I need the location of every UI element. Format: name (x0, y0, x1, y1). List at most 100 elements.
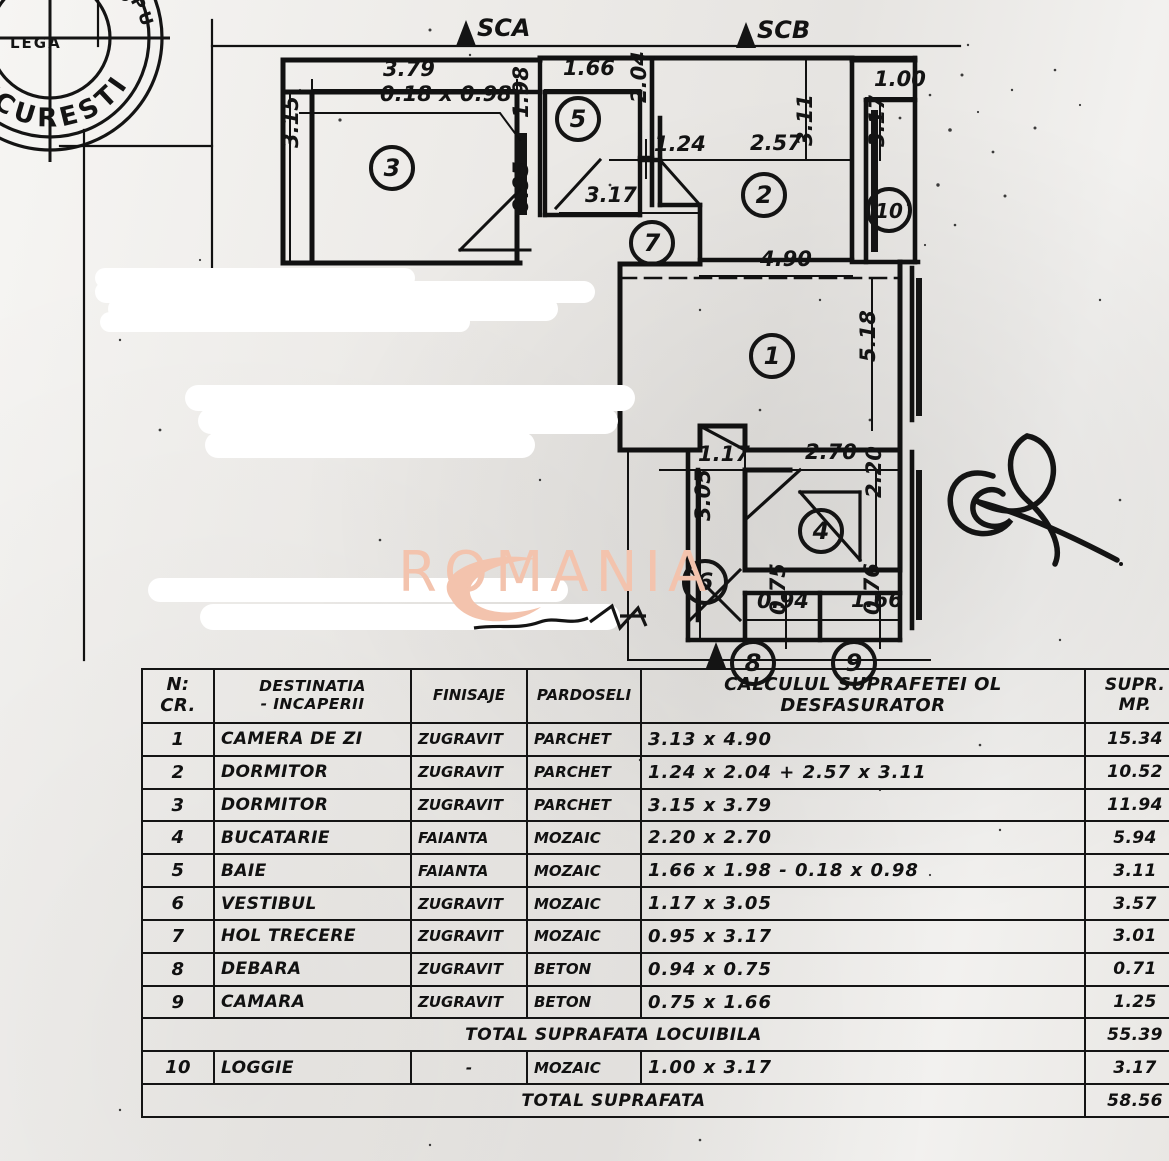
dimension-label: 0.94 (757, 589, 809, 613)
stair-arrow-b (736, 22, 756, 48)
cell-destinatie: LOGGIE (213, 1050, 412, 1086)
room-bubble-3: 3 (369, 145, 415, 191)
th-nr-line2: CR. (160, 695, 196, 716)
dimension-label: 3.15 (279, 96, 303, 148)
cell-nr: 2 (141, 754, 215, 790)
dimension-label: 1.66 (851, 588, 903, 612)
cell-suprafata: 15.34 (1084, 722, 1169, 757)
room-bubble-1: 1 (749, 333, 795, 379)
cell-suprafata: 0.71 (1084, 951, 1169, 987)
cell-finisaj: ZUGRAVIT (410, 918, 528, 954)
cell-destinatie: CAMERA DE ZI (213, 722, 412, 757)
redacted-handwriting (473, 603, 648, 632)
cell-nr: 5 (141, 853, 215, 889)
cell-pardoseala: BETON (526, 984, 642, 1020)
cell-suprafata: 5.94 (1084, 820, 1169, 856)
cell-destinatie: CAMARA (213, 984, 412, 1020)
dimension-label: 3.17 (865, 95, 889, 147)
table-header-row: N: CR. DESTINATIA - INCAPERII FINISAJE P… (141, 668, 1169, 724)
cell-nr: 10 (141, 1050, 215, 1086)
table: N: CR. DESTINATIA - INCAPERII FINISAJE P… (141, 668, 1169, 1118)
room-bubble-7: 7 (629, 220, 675, 266)
cell-suprafata: 3.17 (1084, 1050, 1169, 1086)
th-suprafata-line2: MP. (1118, 695, 1152, 715)
dimension-label: 1.24 (654, 132, 706, 156)
dimension-label: 4.90 (759, 247, 812, 271)
dimension-label: 5.18 (856, 310, 880, 362)
notary-stamp: BUCURESTI NOTAR PUBLIC LEGA (0, 0, 170, 162)
th-finisaje: FINISAJE (410, 668, 528, 724)
cell-destinatie: DEBARA (213, 951, 412, 987)
dimension-label: 2.04 (627, 51, 651, 103)
cell-total-locuibila-label: TOTAL SUPRAFATA LOCUIBILA (141, 1017, 1086, 1053)
cell-pardoseala: MOZAIC (526, 886, 642, 921)
cell-finisaj: ZUGRAVIT (410, 754, 528, 790)
room-number-label: 5 (570, 105, 587, 133)
th-destinatie: DESTINATIA - INCAPERII (213, 668, 412, 724)
dimension-label: 1.66 (563, 56, 615, 80)
stair-label-scb: SCB (757, 16, 810, 44)
cell-dimensiuni: 0.75 x 1.66 (640, 984, 1086, 1020)
cell-pardoseala: MOZAIC (526, 918, 642, 954)
room-bubble-6: 6 (682, 559, 728, 605)
cell-finisaj: FAIANTA (410, 853, 528, 889)
cell-total-general-value: 58.56 (1084, 1083, 1169, 1118)
th-suprafata: SUPR. MP. (1084, 668, 1169, 724)
cell-pardoseala: BETON (526, 951, 642, 987)
dimension-label: 0.18 x 0.98 (380, 82, 512, 106)
th-nr-line1: N: (166, 674, 190, 696)
th-dimensiuni-line1: CALCULUL SUPRAFETEI OL (724, 674, 1002, 696)
cell-finisaj: ZUGRAVIT (410, 984, 528, 1020)
cell-destinatie: VESTIBUL (213, 886, 412, 921)
dimension-label: 1.98 (509, 66, 533, 118)
room-schedule-table: N: CR. DESTINATIA - INCAPERII FINISAJE P… (141, 668, 1169, 1118)
dimension-label: 3.17 (585, 183, 637, 207)
cell-destinatie: BUCATARIE (213, 820, 412, 856)
cell-nr: 6 (141, 886, 215, 921)
cell-dimensiuni: 0.94 x 0.75 (640, 951, 1086, 987)
dimension-label: 0.75 (766, 563, 790, 615)
cell-destinatie: HOL TRECERE (213, 918, 412, 954)
cell-pardoseala: MOZAIC (526, 1050, 642, 1086)
room-bubble-10: 10 (866, 187, 912, 233)
cell-finisaj: FAIANTA (410, 820, 528, 856)
cell-finisaj: ZUGRAVIT (410, 722, 528, 757)
room-bubble-5: 5 (555, 96, 601, 142)
cell-suprafata: 11.94 (1084, 787, 1169, 823)
dimension-label: 2.70 (805, 440, 857, 464)
redaction-mark (205, 432, 535, 458)
dimension-label: 1.17 (698, 442, 750, 466)
room-bubble-2: 2 (741, 172, 787, 218)
cell-suprafata: 1.25 (1084, 984, 1169, 1020)
cell-destinatie: DORMITOR (213, 787, 412, 823)
redaction-mark (200, 604, 620, 630)
stair-label-sca: SCA (477, 14, 530, 42)
cell-destinatie: DORMITOR (213, 754, 412, 790)
cell-suprafata: 3.11 (1084, 853, 1169, 889)
th-pardoseli: PARDOSELI (526, 668, 642, 724)
th-dimensiuni: CALCULUL SUPRAFETEI OL DESFASURATOR (640, 668, 1086, 724)
redaction-mark (95, 268, 415, 288)
cell-dimensiuni: 2.20 x 2.70 (640, 820, 1086, 856)
cell-destinatie: BAIE (213, 853, 412, 889)
dimension-label: 2.57 (750, 131, 802, 155)
redaction-mark (100, 312, 470, 332)
cell-dimensiuni: 0.95 x 3.17 (640, 918, 1086, 954)
dimension-label: 3.11 (793, 94, 817, 146)
dimension-label: 2.20 (862, 446, 886, 498)
cell-finisaj: ZUGRAVIT (410, 886, 528, 921)
cell-pardoseala: PARCHET (526, 754, 642, 790)
cell-pardoseala: MOZAIC (526, 853, 642, 889)
